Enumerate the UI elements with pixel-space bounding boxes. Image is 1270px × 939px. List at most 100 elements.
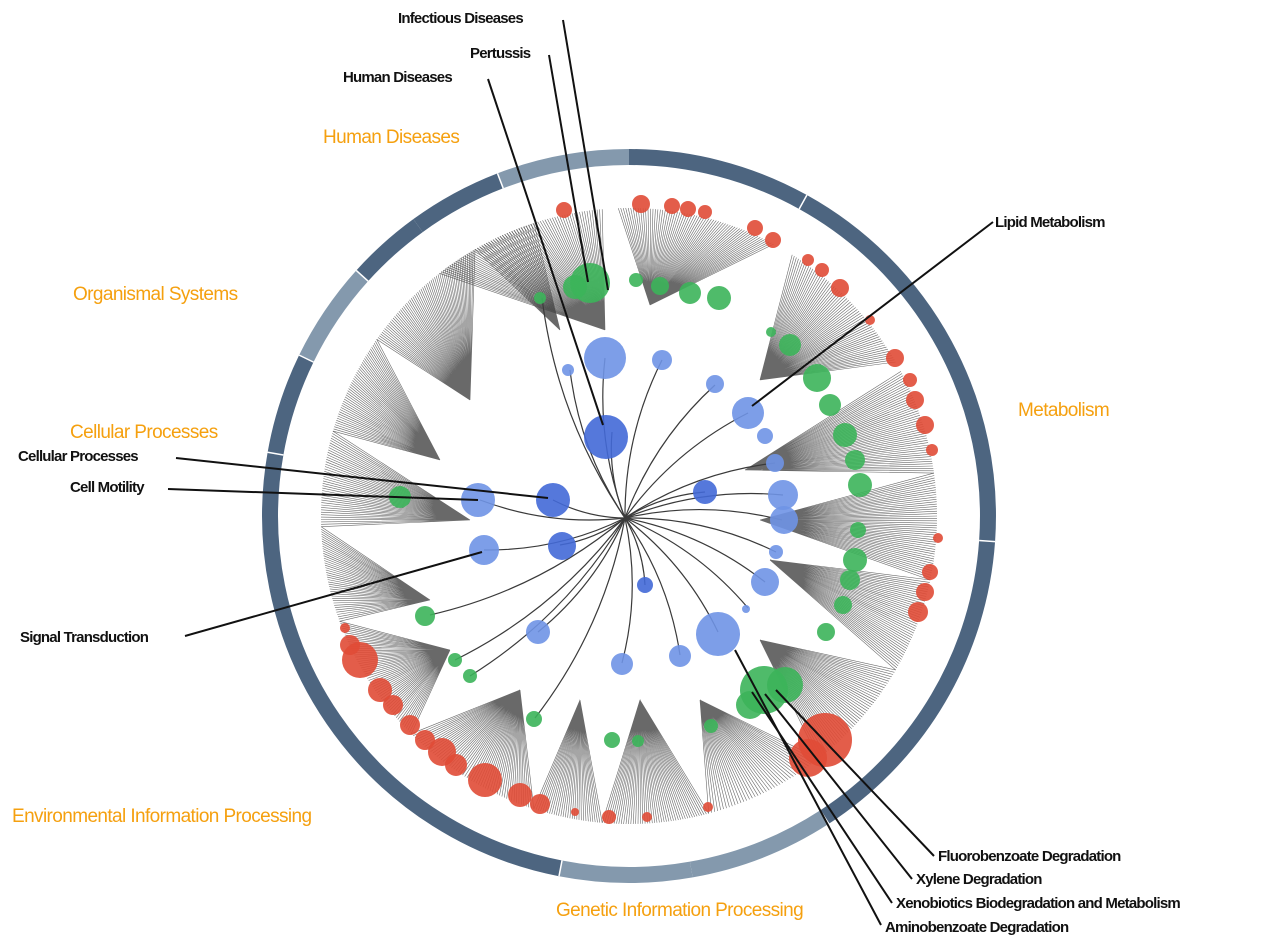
leaf-node-red — [400, 715, 420, 735]
node-blue — [757, 428, 773, 444]
category-organismal-systems: Organismal Systems — [73, 284, 238, 305]
leaf-fan — [321, 526, 431, 622]
leader-signal-transduction — [184, 551, 483, 637]
node-green — [415, 606, 435, 626]
leaf-node-red — [765, 232, 781, 248]
leaf-fan — [320, 430, 471, 527]
leaf-node-red — [602, 810, 616, 824]
node-blue — [768, 480, 798, 510]
leaf-node-red — [916, 416, 934, 434]
category-ring — [262, 148, 996, 883]
node-blue — [706, 375, 724, 393]
leaf-fan — [376, 249, 476, 401]
node-green — [632, 735, 644, 747]
ring-separator — [979, 539, 996, 543]
callout-leaders — [167, 19, 994, 926]
node-green — [679, 282, 701, 304]
node-blue — [584, 415, 628, 459]
leaf-node-red — [908, 602, 928, 622]
tree-branches — [429, 297, 784, 719]
leaf-node-red — [698, 205, 712, 219]
leaf-node-red — [703, 802, 713, 812]
node-green — [604, 732, 620, 748]
node-blue — [766, 454, 784, 472]
leaf-fan — [474, 223, 561, 331]
node-blue — [769, 545, 783, 559]
tree-branch — [624, 517, 646, 586]
node-blue — [469, 535, 499, 565]
leaf-node-red — [680, 201, 696, 217]
leader-fluorobenzoate-degradation — [775, 689, 935, 857]
leaf-node-red — [802, 254, 814, 266]
node-blue — [751, 568, 779, 596]
callout-xenobiotics-biodegradation: Xenobiotics Biodegradation and Metabolis… — [896, 895, 1180, 912]
leaf-node-red — [415, 730, 435, 750]
leaf-node-red — [926, 444, 938, 456]
leaf-fan — [618, 207, 774, 306]
node-blue — [693, 480, 717, 504]
leaf-node-red — [642, 812, 652, 822]
node-green — [819, 394, 841, 416]
leaf-fan — [744, 371, 935, 474]
ring-segment — [413, 173, 504, 233]
tree-branch — [537, 517, 626, 633]
leaf-node-red — [530, 794, 550, 814]
tree-branch — [624, 359, 663, 519]
category-genetic-information-processing: Genetic Information Processing — [556, 900, 803, 921]
leaf-node-red — [468, 763, 502, 797]
leaf-node-red — [933, 533, 943, 543]
node-green — [448, 653, 462, 667]
node-green — [707, 286, 731, 310]
node-green — [833, 423, 857, 447]
tree-branch — [624, 462, 776, 519]
node-blue — [652, 350, 672, 370]
node-blue — [770, 506, 798, 534]
callout-cellular-processes: Cellular Processes — [18, 448, 138, 465]
leaf-fan — [339, 621, 451, 734]
callout-aminobenzoate-degradation: Aminobenzoate Degradation — [885, 919, 1069, 936]
ring-segment — [497, 148, 630, 189]
tree-branch — [624, 508, 783, 521]
category-human-diseases: Human Diseases — [323, 127, 459, 148]
node-blue — [526, 620, 550, 644]
leaf-node-red — [747, 220, 763, 236]
leaf-node-red — [368, 678, 392, 702]
tree-branch — [469, 517, 626, 677]
tree-branch — [624, 412, 749, 519]
callout-lipid-metabolism: Lipid Metabolism — [995, 214, 1105, 231]
leaf-node-red — [632, 195, 650, 213]
leaf-node-red — [922, 564, 938, 580]
leaf-node-red — [916, 583, 934, 601]
ring-separator — [496, 173, 504, 189]
node-blue — [548, 532, 576, 560]
leader-infectious-diseases — [562, 19, 609, 291]
leaf-fan — [759, 472, 938, 581]
node-green — [463, 669, 477, 683]
leaf-node-red — [383, 695, 403, 715]
node-green — [766, 327, 776, 337]
tree-branch — [624, 517, 777, 553]
node-green — [834, 596, 852, 614]
node-green — [845, 450, 865, 470]
node-green — [843, 548, 867, 572]
ring-segment — [689, 810, 829, 878]
tree-branch — [454, 517, 626, 661]
node-green — [526, 711, 542, 727]
leader-xylene-degradation — [764, 693, 913, 880]
node-green — [848, 473, 872, 497]
ring-separator — [798, 194, 808, 210]
leader-pertussis — [548, 54, 589, 283]
node-green — [629, 273, 643, 287]
node-green — [534, 292, 546, 304]
node-blue — [732, 397, 764, 429]
node-green — [840, 570, 860, 590]
leaf-fan — [533, 699, 603, 823]
leaf-node-red — [428, 738, 456, 766]
tree-branch — [624, 517, 681, 656]
tree-branch — [624, 517, 749, 609]
leader-lipid-metabolism — [751, 221, 994, 407]
leaf-fan — [411, 689, 535, 809]
callout-human-diseases: Human Diseases — [343, 69, 452, 86]
node-green — [803, 364, 831, 392]
